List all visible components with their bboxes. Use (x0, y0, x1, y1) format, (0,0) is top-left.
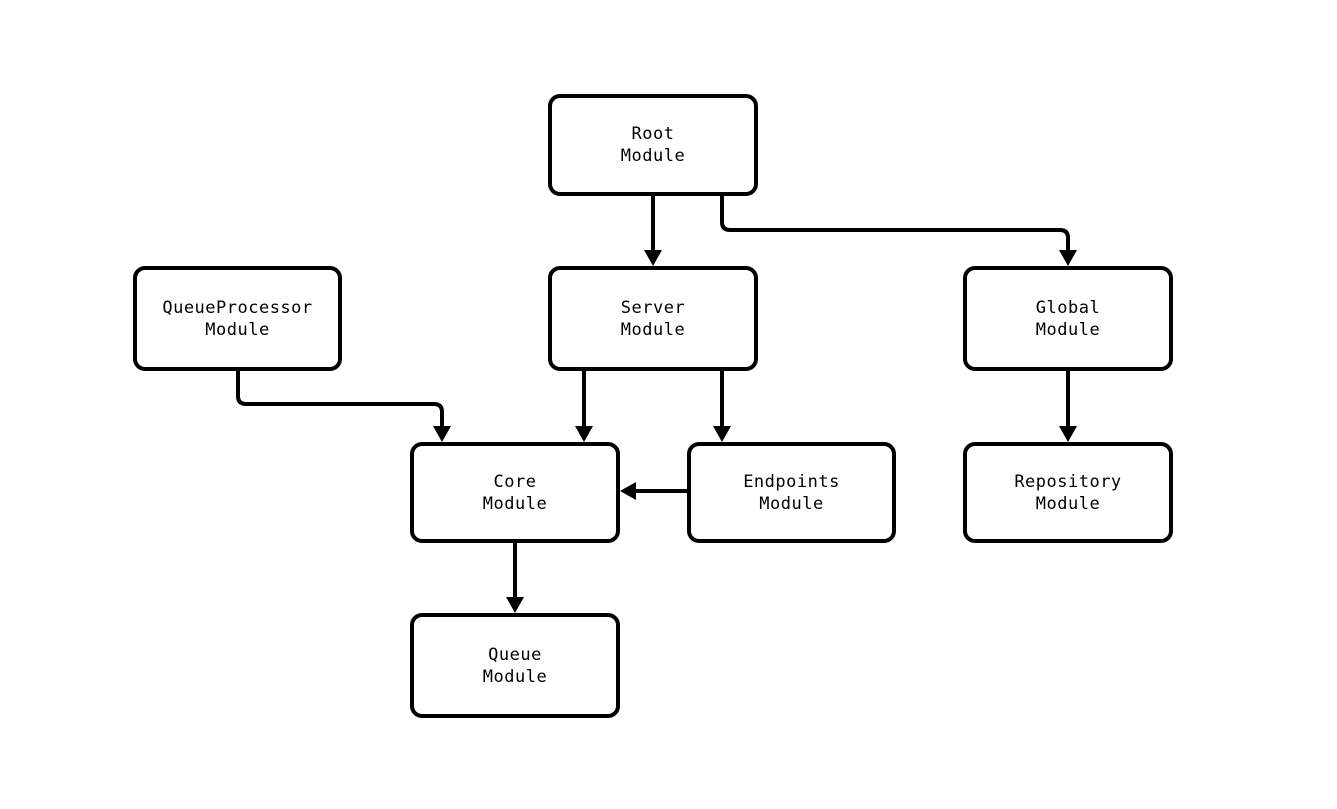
node-repository-label-line1: Repository (1014, 471, 1122, 492)
edge-arrowhead-icon (644, 250, 662, 266)
edge-endpoints-core (620, 482, 687, 500)
node-global[interactable]: Global Module (963, 266, 1173, 371)
node-global-label-line1: Global (1035, 297, 1101, 318)
node-queue[interactable]: Queue Module (410, 613, 620, 718)
node-root-label-line1: Root (631, 124, 675, 144)
node-core[interactable]: Core Module (410, 442, 620, 543)
node-repository[interactable]: Repository Module (963, 442, 1173, 543)
node-queue-label-line2: Module (482, 666, 548, 687)
edge-core-queue (506, 543, 524, 613)
edge-line (720, 196, 1070, 250)
edge-root-server (644, 196, 662, 266)
node-core-label-line2: Module (482, 493, 548, 514)
node-server[interactable]: Server Module (548, 266, 758, 371)
edge-arrowhead-icon (713, 426, 731, 442)
edge-global-repository (1059, 371, 1077, 442)
node-queueprocessor-label-line1: QueueProcessor (162, 297, 313, 318)
edge-root-global (720, 196, 1077, 266)
node-queueprocessor-label-line2: Module (205, 319, 270, 340)
edge-arrowhead-icon (620, 482, 636, 500)
edge-arrowhead-icon (1059, 250, 1077, 266)
edge-arrowhead-icon (506, 597, 524, 613)
node-repository-label-line2: Module (1035, 493, 1101, 514)
edge-arrowhead-icon (433, 426, 451, 442)
edge-arrowhead-icon (1059, 426, 1077, 442)
edge-server-endpoints (713, 371, 731, 442)
node-queueprocessor[interactable]: QueueProcessor Module (133, 266, 342, 371)
edge-queueprocessor-core (236, 371, 451, 442)
edge-server-core (575, 371, 593, 442)
node-endpoints-label-line2: Module (759, 493, 824, 514)
node-endpoints[interactable]: Endpoints Module (687, 442, 896, 543)
node-server-label-line2: Module (620, 319, 686, 340)
node-endpoints-label-line1: Endpoints (743, 471, 840, 492)
node-server-label-line1: Server (620, 297, 686, 318)
node-root[interactable]: Root Module (548, 94, 758, 196)
node-global-label-line2: Module (1035, 319, 1101, 340)
node-queue-label-line1: Queue (488, 644, 542, 665)
edge-arrowhead-icon (575, 426, 593, 442)
edge-line (236, 371, 444, 426)
node-root-label-line2: Module (620, 146, 686, 166)
node-core-label-line1: Core (493, 471, 537, 492)
